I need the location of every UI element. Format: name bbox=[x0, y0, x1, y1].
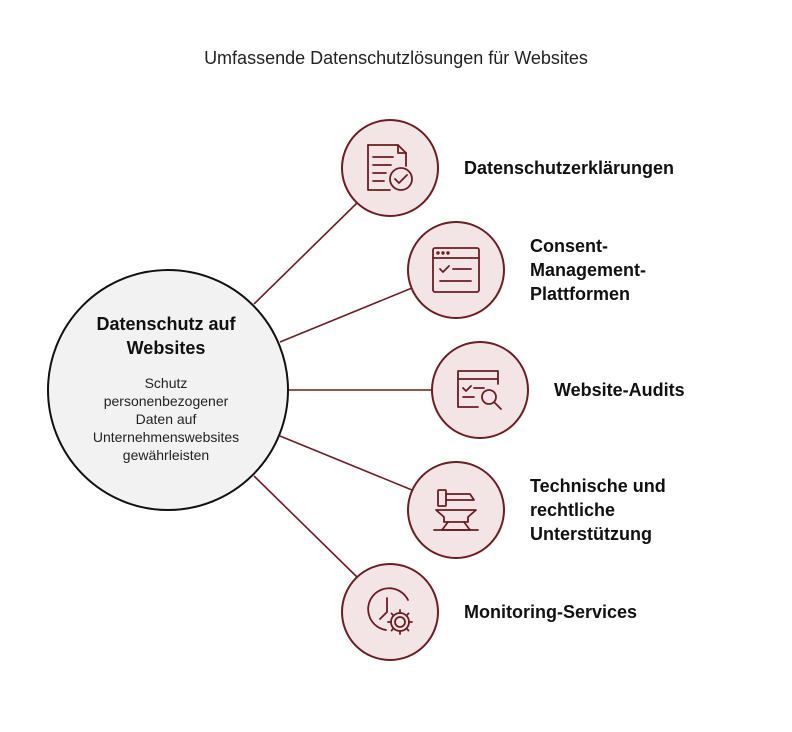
node-label-privacy-statements: Datenschutzerklärungen bbox=[464, 156, 744, 180]
diagram-title: Umfassende Datenschutzlösungen für Websi… bbox=[204, 48, 588, 68]
connector-line bbox=[279, 287, 413, 343]
hub-description-line: Schutz bbox=[144, 375, 188, 391]
document-check-icon bbox=[367, 144, 413, 191]
node-label-line: Technische und bbox=[530, 476, 666, 496]
anvil-hammer-icon bbox=[433, 489, 479, 531]
node-label-line: Consent- bbox=[530, 236, 608, 256]
connector-line bbox=[279, 435, 413, 491]
hub-circle bbox=[47, 269, 289, 511]
node-label-consent-management: Consent- Management- Plattformen bbox=[530, 234, 690, 306]
hub-description: Schutz personenbezogener Daten auf Unter… bbox=[74, 374, 258, 464]
node-circle-monitoring-services bbox=[341, 563, 439, 661]
node-label-technical-legal-support: Technische und rechtliche Unterstützung bbox=[530, 474, 730, 546]
hub-title: Datenschutz auf Websites bbox=[64, 312, 268, 360]
hub-title-line: Datenschutz auf bbox=[96, 314, 236, 334]
hub-description-line: personenbezogener bbox=[103, 393, 229, 409]
hub-title-line: Websites bbox=[126, 338, 206, 358]
hub-description-line: Daten auf bbox=[135, 411, 197, 427]
browser-search-icon bbox=[457, 370, 502, 410]
node-circle-privacy-statements bbox=[341, 119, 439, 217]
node-label-line: Datenschutzerklärungen bbox=[464, 158, 675, 178]
clock-gear-icon bbox=[367, 587, 413, 635]
node-label-line: Website-Audits bbox=[554, 380, 685, 400]
node-label-website-audits: Website-Audits bbox=[554, 378, 754, 402]
hub-description-line: Unternehmenswebsites bbox=[92, 429, 240, 445]
node-label-line: Management- bbox=[530, 260, 647, 280]
node-circle-consent-management bbox=[407, 221, 505, 319]
node-circle-website-audits bbox=[431, 341, 529, 439]
node-label-line: Monitoring-Services bbox=[464, 602, 638, 622]
browser-checklist-icon bbox=[432, 247, 480, 293]
connector-line bbox=[253, 475, 359, 579]
node-label-line: Plattformen bbox=[530, 284, 631, 304]
node-label-line: rechtliche bbox=[530, 500, 616, 520]
node-label-line: Unterstützung bbox=[530, 524, 652, 544]
node-label-monitoring-services: Monitoring-Services bbox=[464, 600, 724, 624]
hub-description-line: gewährleisten bbox=[122, 447, 210, 463]
connector-line bbox=[253, 201, 359, 305]
